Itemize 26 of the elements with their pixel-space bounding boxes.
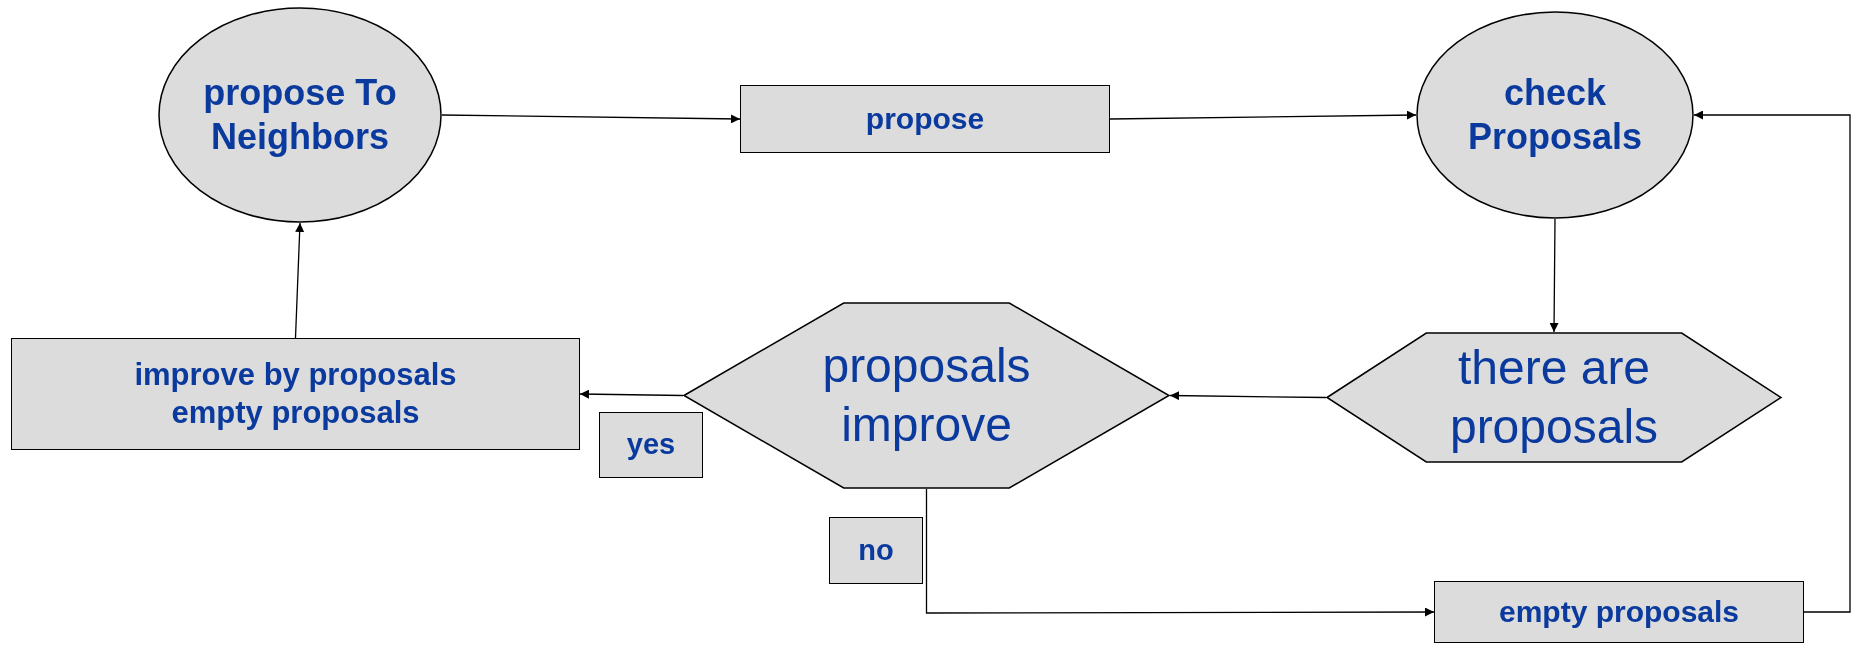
process-box	[599, 412, 703, 478]
decision-hexagon	[683, 302, 1170, 489]
process-box	[829, 517, 923, 584]
arrow	[294, 222, 305, 339]
arrow	[925, 488, 1435, 617]
process-box	[1434, 581, 1804, 643]
process-box	[740, 85, 1110, 153]
node-label: check Proposals	[1466, 71, 1644, 159]
arrow	[1693, 110, 1851, 613]
arrow	[1109, 110, 1417, 120]
node-label: propose	[865, 100, 985, 137]
arrow	[1549, 218, 1559, 333]
node-label: proposals improve	[821, 337, 1032, 453]
node-label: there are proposals	[1448, 339, 1660, 455]
node-label: no	[858, 532, 894, 568]
node-label: propose To Neighbors	[202, 71, 398, 159]
node-label: improve by proposals empty proposals	[133, 356, 458, 432]
decision-hexagon	[1326, 332, 1782, 463]
arrow	[441, 114, 741, 124]
process-box	[11, 338, 580, 450]
arrow	[579, 389, 684, 399]
arrow	[1169, 391, 1327, 401]
node-label: yes	[626, 427, 676, 463]
process-ellipse	[158, 7, 442, 223]
node-label: empty proposals	[1498, 593, 1740, 630]
process-ellipse	[1416, 11, 1694, 219]
